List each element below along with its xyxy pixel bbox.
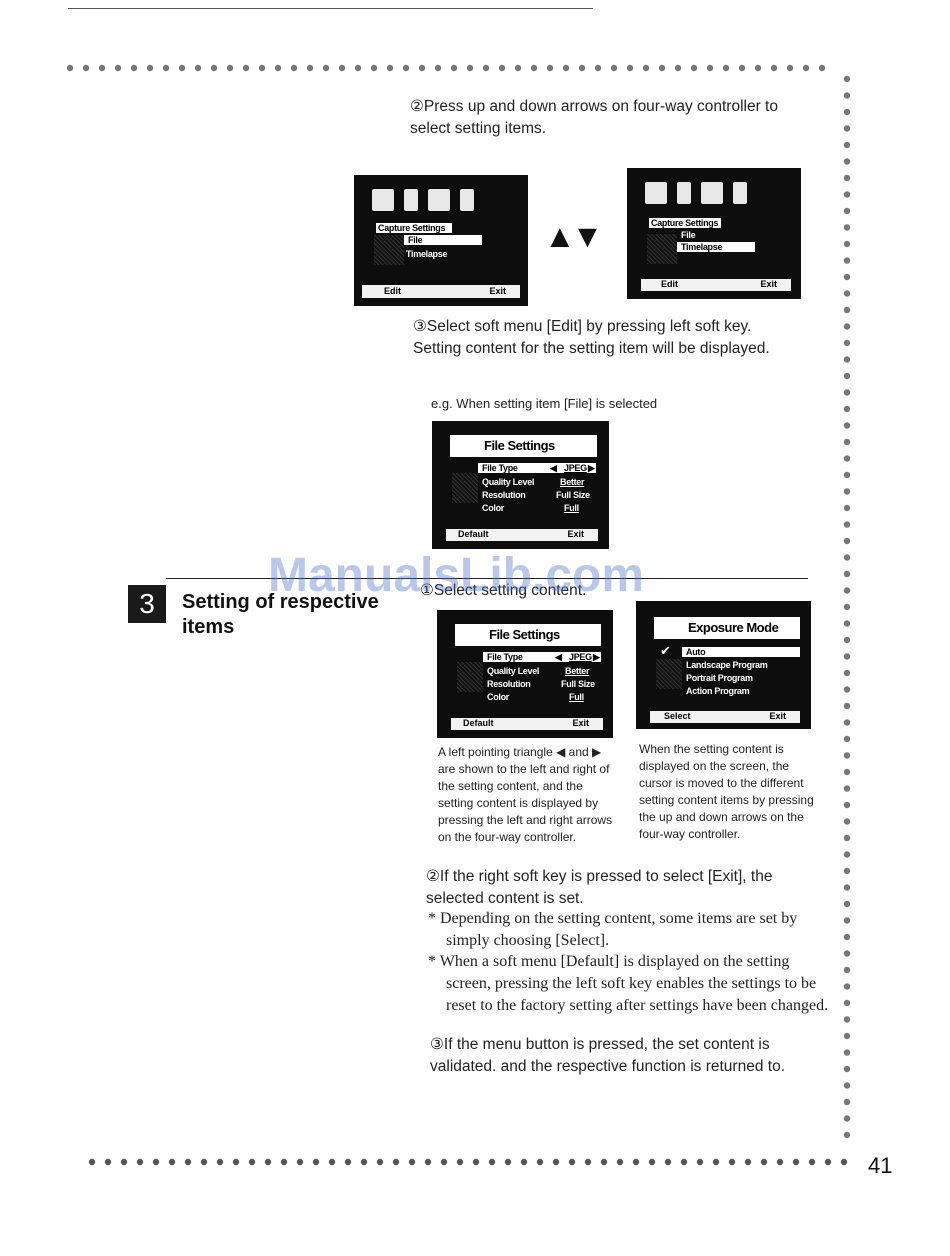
menu-tabs xyxy=(372,189,474,211)
bottom-dot-border xyxy=(86,1156,850,1168)
capture-settings-screen-2: Capture Settings File Timelapse Edit Exi… xyxy=(627,168,801,299)
top-rule xyxy=(68,8,593,9)
setting-value: Full xyxy=(569,692,584,702)
setting-value: JPEG xyxy=(564,463,587,473)
section-title-line: items xyxy=(182,616,235,638)
setup-tab-icon xyxy=(733,182,747,204)
soft-key-bar: Default Exit xyxy=(451,718,603,730)
checkmark-icon: ✔ xyxy=(660,643,671,658)
exposure-option: Landscape Program xyxy=(686,660,768,670)
setting-name: File Type xyxy=(487,652,523,662)
left-soft-key: Edit xyxy=(384,286,401,296)
playback-tab-icon xyxy=(404,189,418,211)
top-dot-border xyxy=(64,62,834,74)
left-soft-key: Default xyxy=(463,718,494,728)
capture-tab-icon xyxy=(645,182,667,204)
capture-tab-icon xyxy=(372,189,394,211)
setting-value: Better xyxy=(560,477,585,487)
screen-texture xyxy=(656,659,682,689)
menu-item: Capture Settings xyxy=(649,218,721,228)
playback-tab-icon xyxy=(677,182,691,204)
exposure-option-selected: Auto xyxy=(682,647,800,657)
setting-name: Resolution xyxy=(487,679,531,689)
setting-value: Full Size xyxy=(556,490,590,500)
setting-name: Color xyxy=(487,692,509,702)
setting-name: Resolution xyxy=(482,490,526,500)
menu-tabs xyxy=(645,182,747,204)
setting-row-selected: File Type ◀ JPEG ▶ xyxy=(478,463,596,473)
file-settings-screen-2: File Settings File Type ◀ JPEG ▶ Quality… xyxy=(437,610,613,738)
left-soft-key: Default xyxy=(458,529,489,539)
left-soft-key: Select xyxy=(664,711,691,721)
setting-name: File Type xyxy=(482,463,518,473)
note-select: * Depending on the setting content, some… xyxy=(428,910,798,949)
step-3-menu-button: ③If the menu button is pressed, the set … xyxy=(430,1036,785,1075)
soft-key-bar: Default Exit xyxy=(446,529,598,541)
printer-tab-icon xyxy=(428,189,450,211)
right-soft-key: Exit xyxy=(572,718,589,728)
setting-name: Quality Level xyxy=(482,477,535,487)
setting-value: Better xyxy=(565,666,590,676)
right-soft-key: Exit xyxy=(567,529,584,539)
menu-item: Timelapse xyxy=(406,249,448,259)
setting-name: Quality Level xyxy=(487,666,540,676)
setting-row-selected: File Type ◀ JPEG ▶ xyxy=(483,652,601,662)
cursor-caption: When the setting content is displayed on… xyxy=(639,742,814,841)
file-settings-screen-1: File Settings File Type ◀ JPEG ▶ Quality… xyxy=(432,421,609,549)
section-rule xyxy=(166,578,808,579)
right-triangle-icon: ▶ xyxy=(593,652,600,662)
menu-item-selected: Timelapse xyxy=(677,242,755,252)
screen-title: File Settings xyxy=(450,435,597,457)
screen-texture xyxy=(374,235,404,265)
setting-value: JPEG xyxy=(569,652,592,662)
screen-texture xyxy=(452,473,478,503)
right-dot-border xyxy=(840,72,854,1142)
exposure-option: Portrait Program xyxy=(686,673,753,683)
watermark: ManualsLib.com xyxy=(268,549,645,602)
section-number: 3 xyxy=(128,585,166,623)
right-soft-key: Exit xyxy=(489,286,506,296)
screen-texture xyxy=(457,662,483,692)
left-soft-key: Edit xyxy=(661,279,678,289)
note-default: * When a soft menu [Default] is displaye… xyxy=(428,953,829,1014)
screen-title: Exposure Mode xyxy=(654,617,800,639)
soft-key-bar: Edit Exit xyxy=(362,285,520,298)
menu-item: File xyxy=(681,230,696,240)
right-soft-key: Exit xyxy=(769,711,786,721)
step-2-exit: ②If the right soft key is pressed to sel… xyxy=(426,868,773,907)
up-down-arrows: ▲▼ xyxy=(544,218,603,254)
exposure-mode-screen: Exposure Mode ✔ Auto Landscape Program P… xyxy=(636,601,811,729)
section-title-line: Setting of respective xyxy=(182,591,379,613)
right-soft-key: Exit xyxy=(760,279,777,289)
screen-texture xyxy=(647,234,677,264)
example-caption: e.g. When setting item [File] is selecte… xyxy=(431,396,658,411)
triangle-caption: A left pointing triangle ◀ and ▶ are sho… xyxy=(438,745,613,844)
section-title: Setting of respective items xyxy=(182,590,412,640)
left-triangle-icon: ◀ xyxy=(555,652,562,662)
capture-settings-screen-1: Capture Settings File Timelapse Edit Exi… xyxy=(354,175,528,306)
page-number: 41 xyxy=(868,1153,893,1178)
step-2-select-items: ②Press up and down arrows on four-way co… xyxy=(410,98,778,137)
left-triangle-icon: ◀ xyxy=(550,463,557,473)
step-1-select-content: ①Select setting content. xyxy=(420,582,587,599)
setting-value: Full xyxy=(564,503,579,513)
soft-key-bar: Select Exit xyxy=(650,711,800,723)
menu-item-selected: File xyxy=(404,235,482,245)
right-triangle-icon: ▶ xyxy=(588,463,595,473)
screen-title: File Settings xyxy=(455,624,601,646)
exposure-option: Action Program xyxy=(686,686,750,696)
setting-name: Color xyxy=(482,503,504,513)
soft-key-bar: Edit Exit xyxy=(641,279,791,291)
setup-tab-icon xyxy=(460,189,474,211)
setting-value: Full Size xyxy=(561,679,595,689)
menu-item: Capture Settings xyxy=(376,223,452,233)
printer-tab-icon xyxy=(701,182,723,204)
step-3-select-edit: ③Select soft menu [Edit] by pressing lef… xyxy=(413,318,770,357)
